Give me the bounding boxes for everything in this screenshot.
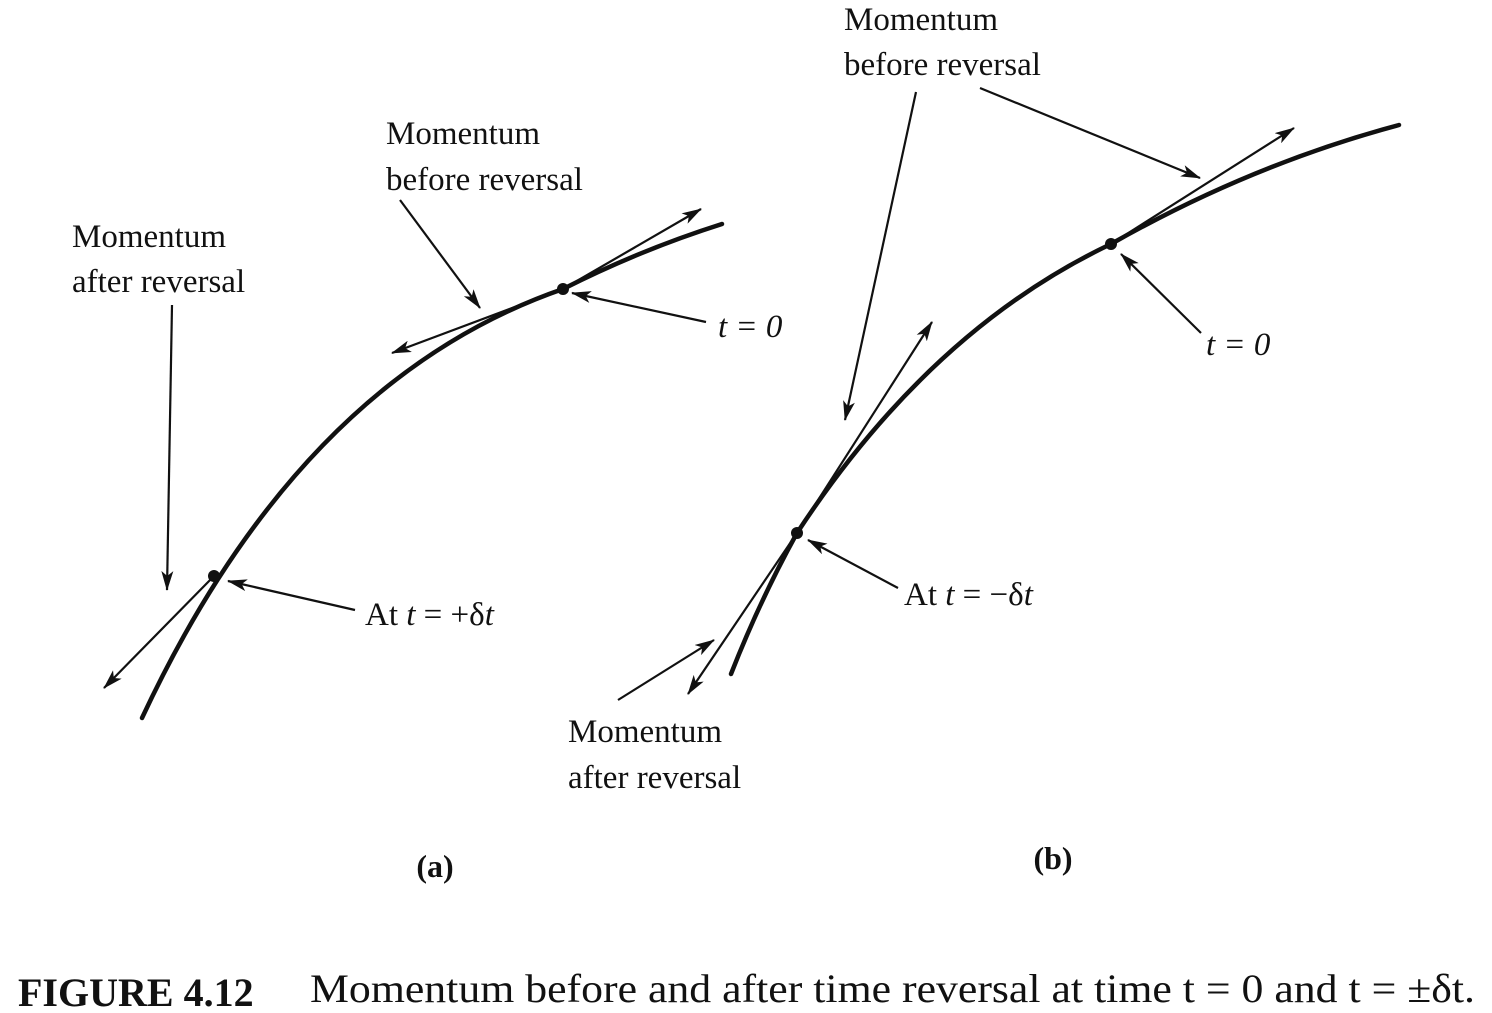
panel-b: Momentum before reversal Momentum after … [568, 2, 1402, 876]
momentum-before-vector-dt-b [796, 321, 933, 534]
trajectory-curve-a [139, 221, 725, 721]
pointer-dt-b [807, 539, 899, 589]
sublabel-a: (a) [416, 848, 453, 884]
pointer-before-label-a [399, 199, 481, 309]
panel-a: Momentum before reversal Momentum after … [72, 116, 783, 884]
label-plus-dt-a: At t = +δt [365, 597, 495, 633]
momentum-after-vector-dt-a [103, 575, 215, 689]
momentum-after-vector-t0-a [391, 287, 564, 355]
label-t0-b: t = 0 [1206, 327, 1271, 363]
pointer-before-label-b-2 [979, 86, 1201, 180]
pointer-after-label-a [161, 304, 174, 591]
label-minus-dt-b: At t = −δt [904, 577, 1034, 613]
caption-number: FIGURE 4.12 [18, 970, 254, 1013]
trajectory-curve-b [728, 122, 1402, 677]
caption-text: Momentum before and after time reversal … [310, 966, 1475, 1011]
momentum-before-vector-t0-b [1110, 127, 1295, 245]
label-momentum-after-b: Momentum after reversal [568, 714, 741, 796]
label-momentum-after-a: Momentum after reversal [72, 219, 245, 300]
pointer-t0-a [571, 291, 707, 324]
pointer-t0-b [1120, 253, 1202, 334]
pointer-dt-a [227, 579, 356, 612]
momentum-before-vector-t0-a [562, 208, 702, 290]
pointer-after-label-b [617, 639, 715, 701]
momentum-after-vector-dt-b [687, 532, 798, 695]
label-momentum-before-b: Momentum before reversal [844, 2, 1041, 83]
figure-caption: FIGURE 4.12 Momentum before and after ti… [18, 966, 1475, 1013]
sublabel-b: (b) [1033, 840, 1072, 876]
label-t0-a: t = 0 [718, 309, 783, 345]
label-momentum-before-a: Momentum before reversal [386, 116, 583, 198]
pointer-before-label-b-1 [843, 91, 918, 421]
